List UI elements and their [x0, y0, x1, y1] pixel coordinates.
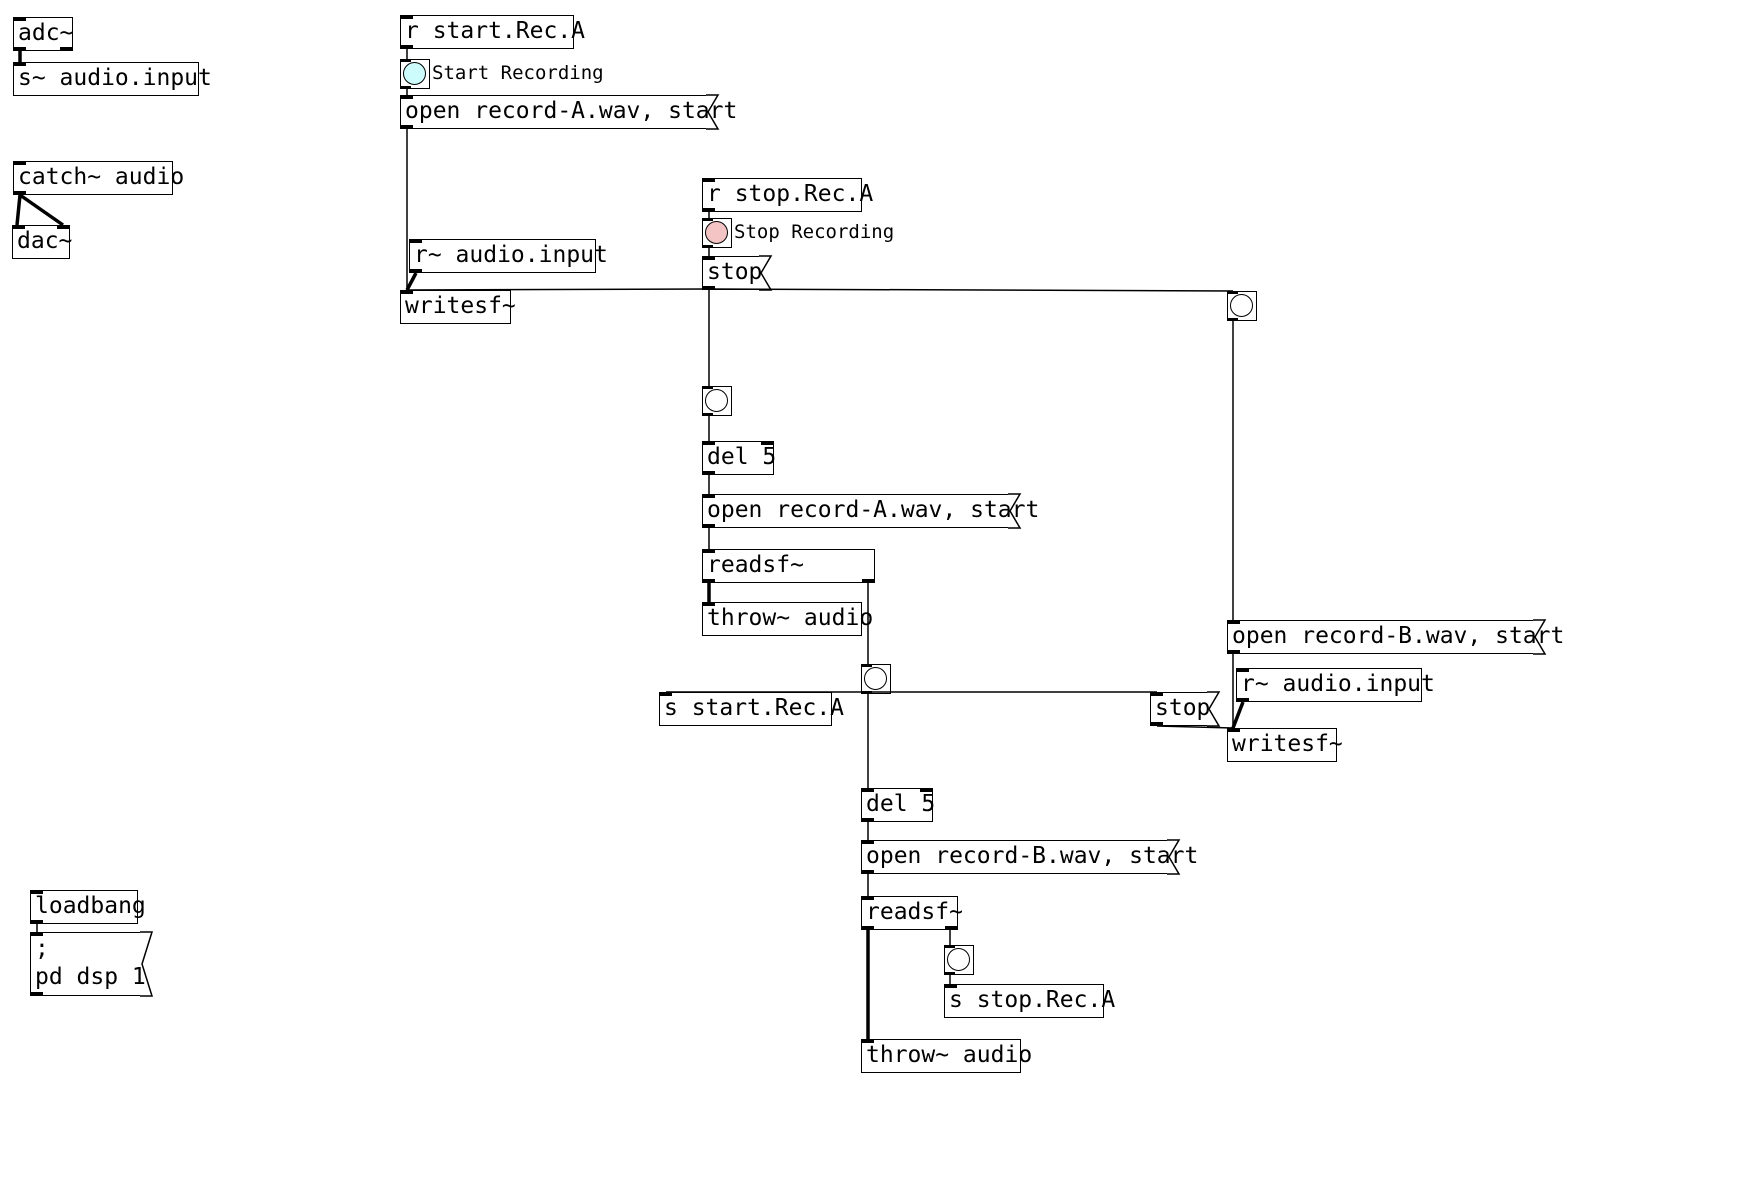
dsp-on-message[interactable]: ; pd dsp 1: [30, 932, 146, 996]
send-stop-rec-a-object[interactable]: s stop.Rec.A: [944, 984, 1115, 1018]
message-box-flags: [140, 94, 1547, 997]
delay-a-object[interactable]: del 5: [702, 441, 776, 475]
stop-recording-label: Stop Recording: [734, 221, 895, 243]
writesf-b-object[interactable]: writesf~: [1227, 728, 1343, 762]
stop-b-message[interactable]: stop: [1150, 692, 1210, 726]
receive-audio-input-b-object[interactable]: r~ audio.input: [1236, 668, 1435, 702]
inlet-outlet-markers: [13, 15, 1249, 1043]
throw-audio-b-object[interactable]: throw~ audio: [861, 1039, 1032, 1073]
bang-circle-icon: [705, 221, 728, 244]
bang-b[interactable]: [1227, 291, 1257, 321]
adc-object[interactable]: adc~: [13, 17, 73, 51]
dac-object[interactable]: dac~: [12, 225, 72, 259]
readsf-b-object[interactable]: readsf~: [861, 896, 963, 930]
bang-end-b[interactable]: [944, 945, 974, 975]
receive-start-rec-a-object[interactable]: r start.Rec.A: [400, 15, 585, 49]
receive-audio-input-object[interactable]: r~ audio.input: [409, 239, 608, 273]
send-audio-input-object[interactable]: s~ audio.input: [13, 62, 212, 96]
bang-circle-icon: [864, 667, 887, 690]
bang-circle-icon: [947, 948, 970, 971]
throw-audio-a-object[interactable]: throw~ audio: [702, 602, 873, 636]
bang-circle-icon: [1230, 294, 1253, 317]
bang-a[interactable]: [702, 386, 732, 416]
open-record-b-play-message[interactable]: open record-B.wav, start: [861, 840, 1198, 874]
bang-circle-icon: [403, 62, 426, 85]
bang-circle-icon: [705, 389, 728, 412]
open-record-a-message[interactable]: open record-A.wav, start: [400, 95, 737, 129]
catch-audio-object[interactable]: catch~ audio: [13, 161, 184, 195]
stop-recording-bang[interactable]: [702, 218, 732, 248]
start-recording-bang[interactable]: [400, 59, 430, 89]
cord-lines: [15, 49, 1245, 1039]
start-recording-label: Start Recording: [432, 62, 604, 84]
readsf-a-object[interactable]: readsf~: [702, 549, 875, 583]
open-record-a-play-message[interactable]: open record-A.wav, start: [702, 494, 1039, 528]
loadbang-object[interactable]: loadbang: [30, 890, 146, 924]
bang-end-a[interactable]: [861, 664, 891, 694]
send-start-rec-a-object[interactable]: s start.Rec.A: [659, 692, 844, 726]
delay-b-object[interactable]: del 5: [861, 788, 935, 822]
open-record-b-message[interactable]: open record-B.wav, start: [1227, 620, 1564, 654]
receive-stop-rec-a-object[interactable]: r stop.Rec.A: [702, 178, 873, 212]
stop-a-message[interactable]: stop: [702, 256, 762, 290]
